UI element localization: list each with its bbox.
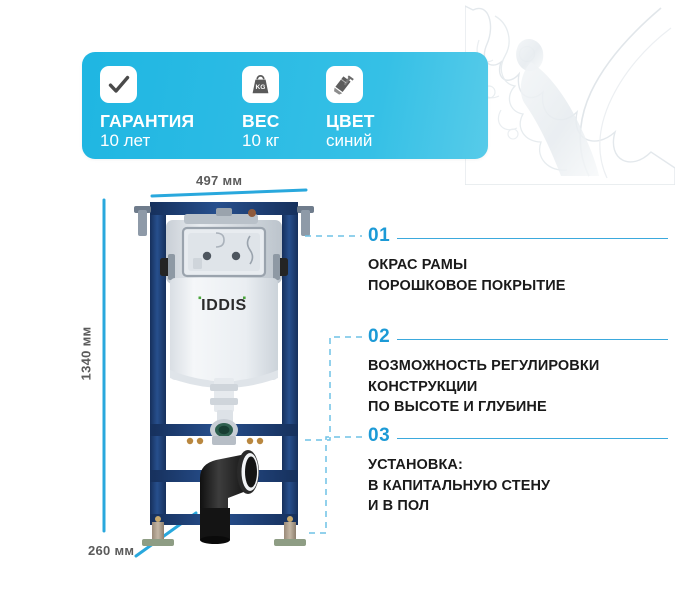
callout-02-rule [397,339,668,340]
checkmark-icon [100,66,137,103]
dimension-depth-label: 260 мм [88,543,135,558]
callout-01-rule [397,238,668,239]
dimension-width-label: 497 мм [196,173,243,188]
water-inlet-connector [210,419,238,445]
callout-03: 03 УСТАНОВКА: В КАПИТАЛЬНУЮ СТЕНУ И В ПО… [368,424,668,517]
svg-text:KG: KG [256,84,266,91]
waste-outlet-pipe [200,450,259,544]
callout-01: 01 ОКРАС РАМЫ ПОРОШКОВОЕ ПОКРЫТИЕ [368,224,668,296]
callout-02-number: 02 [368,325,391,347]
feature-weight-value: 10 кг [242,131,280,151]
feature-weight-title: ВЕС [242,111,280,131]
weight-kg-icon: KG [242,66,279,103]
callout-02-text: ВОЗМОЖНОСТЬ РЕГУЛИРОВКИ КОНСТРУКЦИИ ПО В… [368,358,600,416]
feature-color: ЦВЕТ синий [326,66,436,153]
callout-03-rule [397,438,668,439]
brand-logo: IDDIS [198,296,247,314]
callout-01-number: 01 [368,224,391,246]
installation-frame-product: IDDIS [134,202,314,546]
feature-warranty-title: ГАРАНТИЯ [100,111,195,131]
callout-01-text: ОКРАС РАМЫ ПОРОШКОВОЕ ПОКРЫТИЕ [368,257,566,294]
feature-banner: ГАРАНТИЯ 10 лет KG ВЕС 10 кг [82,52,488,159]
callout-03-text: УСТАНОВКА: В КАПИТАЛЬНУЮ СТЕНУ И В ПОЛ [368,457,551,515]
feature-color-value: синий [326,131,373,151]
brand-logo-text: IDDIS [201,297,247,314]
feature-color-title: ЦВЕТ [326,111,375,131]
callout-03-head: 03 [368,424,668,446]
feature-warranty: ГАРАНТИЯ 10 лет [100,66,242,153]
callout-02: 02 ВОЗМОЖНОСТЬ РЕГУЛИРОВКИ КОНСТРУКЦИИ П… [368,325,668,418]
callout-01-head: 01 [368,224,668,246]
callout-03-number: 03 [368,424,391,446]
feature-warranty-value: 10 лет [100,131,151,151]
feature-weight: KG ВЕС 10 кг [242,66,326,153]
paint-roller-icon [326,66,363,103]
callout-02-head: 02 [368,325,668,347]
